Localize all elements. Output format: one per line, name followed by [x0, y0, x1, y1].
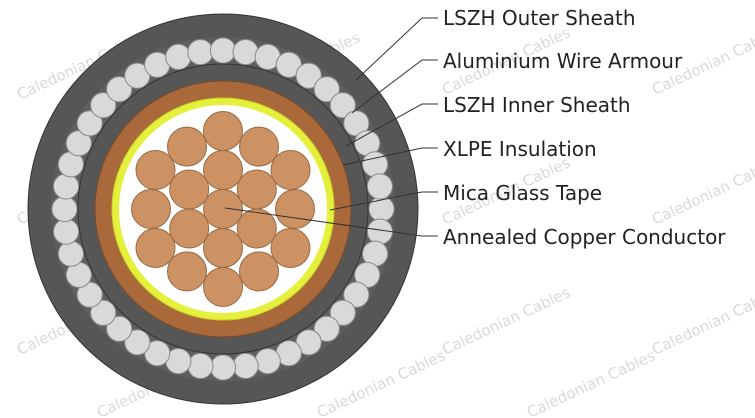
cable-cross-section [27, 13, 419, 405]
watermark-text: Caledonian Cables [524, 346, 658, 418]
armour-wire [90, 299, 117, 326]
armour-wire [329, 92, 356, 119]
label-copper-conductor: Annealed Copper Conductor [443, 225, 726, 249]
armour-wire [343, 281, 370, 308]
copper-strand [270, 228, 311, 268]
copper-strand [270, 150, 311, 190]
armour-wire [144, 340, 171, 367]
armour-wire [76, 110, 103, 137]
leader-line-armour [351, 59, 438, 114]
armour-wire [254, 348, 281, 375]
copper-strand [167, 251, 207, 292]
watermark-text: Caledonian Cables [649, 153, 755, 228]
armour-wire [313, 315, 340, 342]
callout-labels: LSZH Outer Sheath Aluminium Wire Armour … [443, 6, 726, 249]
copper-strand [131, 189, 171, 229]
copper-strand [167, 126, 207, 167]
armour-wire [187, 352, 214, 379]
leader-line-outer-sheath [355, 17, 438, 81]
label-mica-glass-tape: Mica Glass Tape [443, 181, 602, 205]
copper-strand [203, 228, 243, 268]
armour-wire [124, 62, 151, 89]
copper-strand [239, 126, 279, 167]
leader-line-inner-sheath [345, 103, 438, 147]
armour-wire [165, 43, 192, 71]
armour-wire [187, 39, 214, 66]
armour-wire [232, 352, 259, 379]
armour-wire [57, 240, 85, 267]
copper-strand [236, 169, 277, 210]
armour-wire [295, 62, 322, 89]
armour-wire [51, 195, 78, 223]
label-aluminium-wire-armour: Aluminium Wire Armour [443, 49, 683, 73]
armour-wire [53, 173, 80, 200]
annealed-copper-conductor [131, 111, 315, 307]
copper-strand [135, 150, 176, 190]
watermark-text: Caledonian Cables [649, 283, 755, 358]
armour-wire [106, 76, 133, 103]
copper-strand [239, 251, 279, 292]
label-outer-sheath: LSZH Outer Sheath [443, 6, 636, 30]
armour-wire [343, 110, 370, 137]
copper-strand [169, 208, 210, 249]
watermark-text: Caledonian Cables [439, 283, 573, 358]
armour-wire [106, 315, 133, 342]
leader-line-mica-tape [329, 191, 438, 211]
armour-wire [295, 329, 322, 356]
armour-wire [209, 37, 237, 64]
copper-strand [135, 228, 176, 268]
armour-wire [362, 151, 389, 178]
copper-strand [203, 267, 243, 307]
armour-wire [313, 76, 340, 103]
armour-wire [329, 299, 356, 326]
leader-line-copper-conductor [224, 207, 438, 237]
armour-wire [209, 354, 237, 381]
aluminium-wire-armour [51, 37, 395, 381]
copper-strand [203, 150, 243, 190]
label-inner-sheath: LSZH Inner Sheath [443, 93, 631, 117]
leader-lines [224, 17, 438, 237]
copper-strand [169, 169, 210, 210]
armour-wire [76, 281, 103, 308]
armour-wire [232, 39, 259, 66]
copper-strand [275, 189, 315, 229]
armour-wire [65, 130, 92, 157]
copper-strand [203, 189, 243, 229]
armour-wire [53, 218, 80, 245]
armour-wire [275, 51, 302, 78]
armour-wire [90, 92, 117, 119]
copper-strand [203, 111, 243, 151]
label-xlpe-insulation: XLPE Insulation [443, 137, 597, 161]
armour-wire [366, 173, 393, 200]
leader-line-xlpe-insulation [342, 147, 438, 166]
armour-wire [124, 329, 151, 356]
copper-strand [236, 208, 277, 249]
armour-wire [354, 261, 381, 288]
